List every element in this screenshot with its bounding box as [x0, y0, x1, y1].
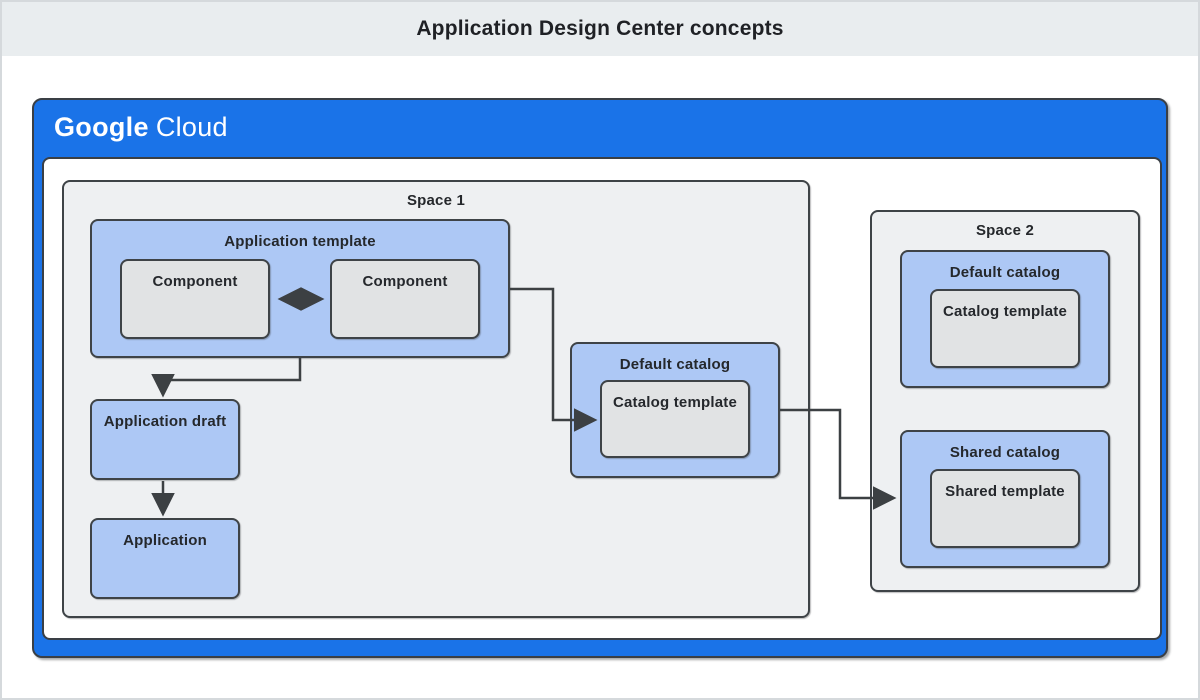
- application-draft-label: Application draft: [103, 413, 227, 430]
- application-label: Application: [123, 532, 207, 549]
- space2-catalog-template-node: Catalog template: [930, 289, 1080, 368]
- component-label-1: Component: [152, 273, 238, 290]
- application-template-label: Application template: [224, 233, 376, 250]
- space1-label: Space 1: [406, 192, 466, 209]
- logo-cloud-text: Cloud: [155, 112, 228, 142]
- shared-catalog-label: Shared catalog: [949, 444, 1061, 461]
- space2-label: Space 2: [975, 222, 1035, 239]
- application-draft-node: Application draft: [90, 399, 240, 480]
- space2-default-catalog-label: Default catalog: [949, 264, 1061, 281]
- component-label-2: Component: [362, 273, 448, 290]
- logo-google-text: Google: [54, 112, 149, 142]
- application-node: Application: [90, 518, 240, 599]
- space1-catalog-template-node: Catalog template: [600, 380, 750, 458]
- space1-catalog-template-label: Catalog template: [612, 394, 738, 411]
- shared-template-node: Shared template: [930, 469, 1080, 548]
- space1-default-catalog-label: Default catalog: [619, 356, 731, 373]
- component-node-1: Component: [120, 259, 270, 339]
- page-title: Application Design Center concepts: [416, 17, 784, 40]
- title-bar: Application Design Center concepts: [2, 2, 1198, 56]
- shared-template-label: Shared template: [945, 483, 1065, 500]
- component-node-2: Component: [330, 259, 480, 339]
- space2-catalog-template-label: Catalog template: [942, 303, 1068, 320]
